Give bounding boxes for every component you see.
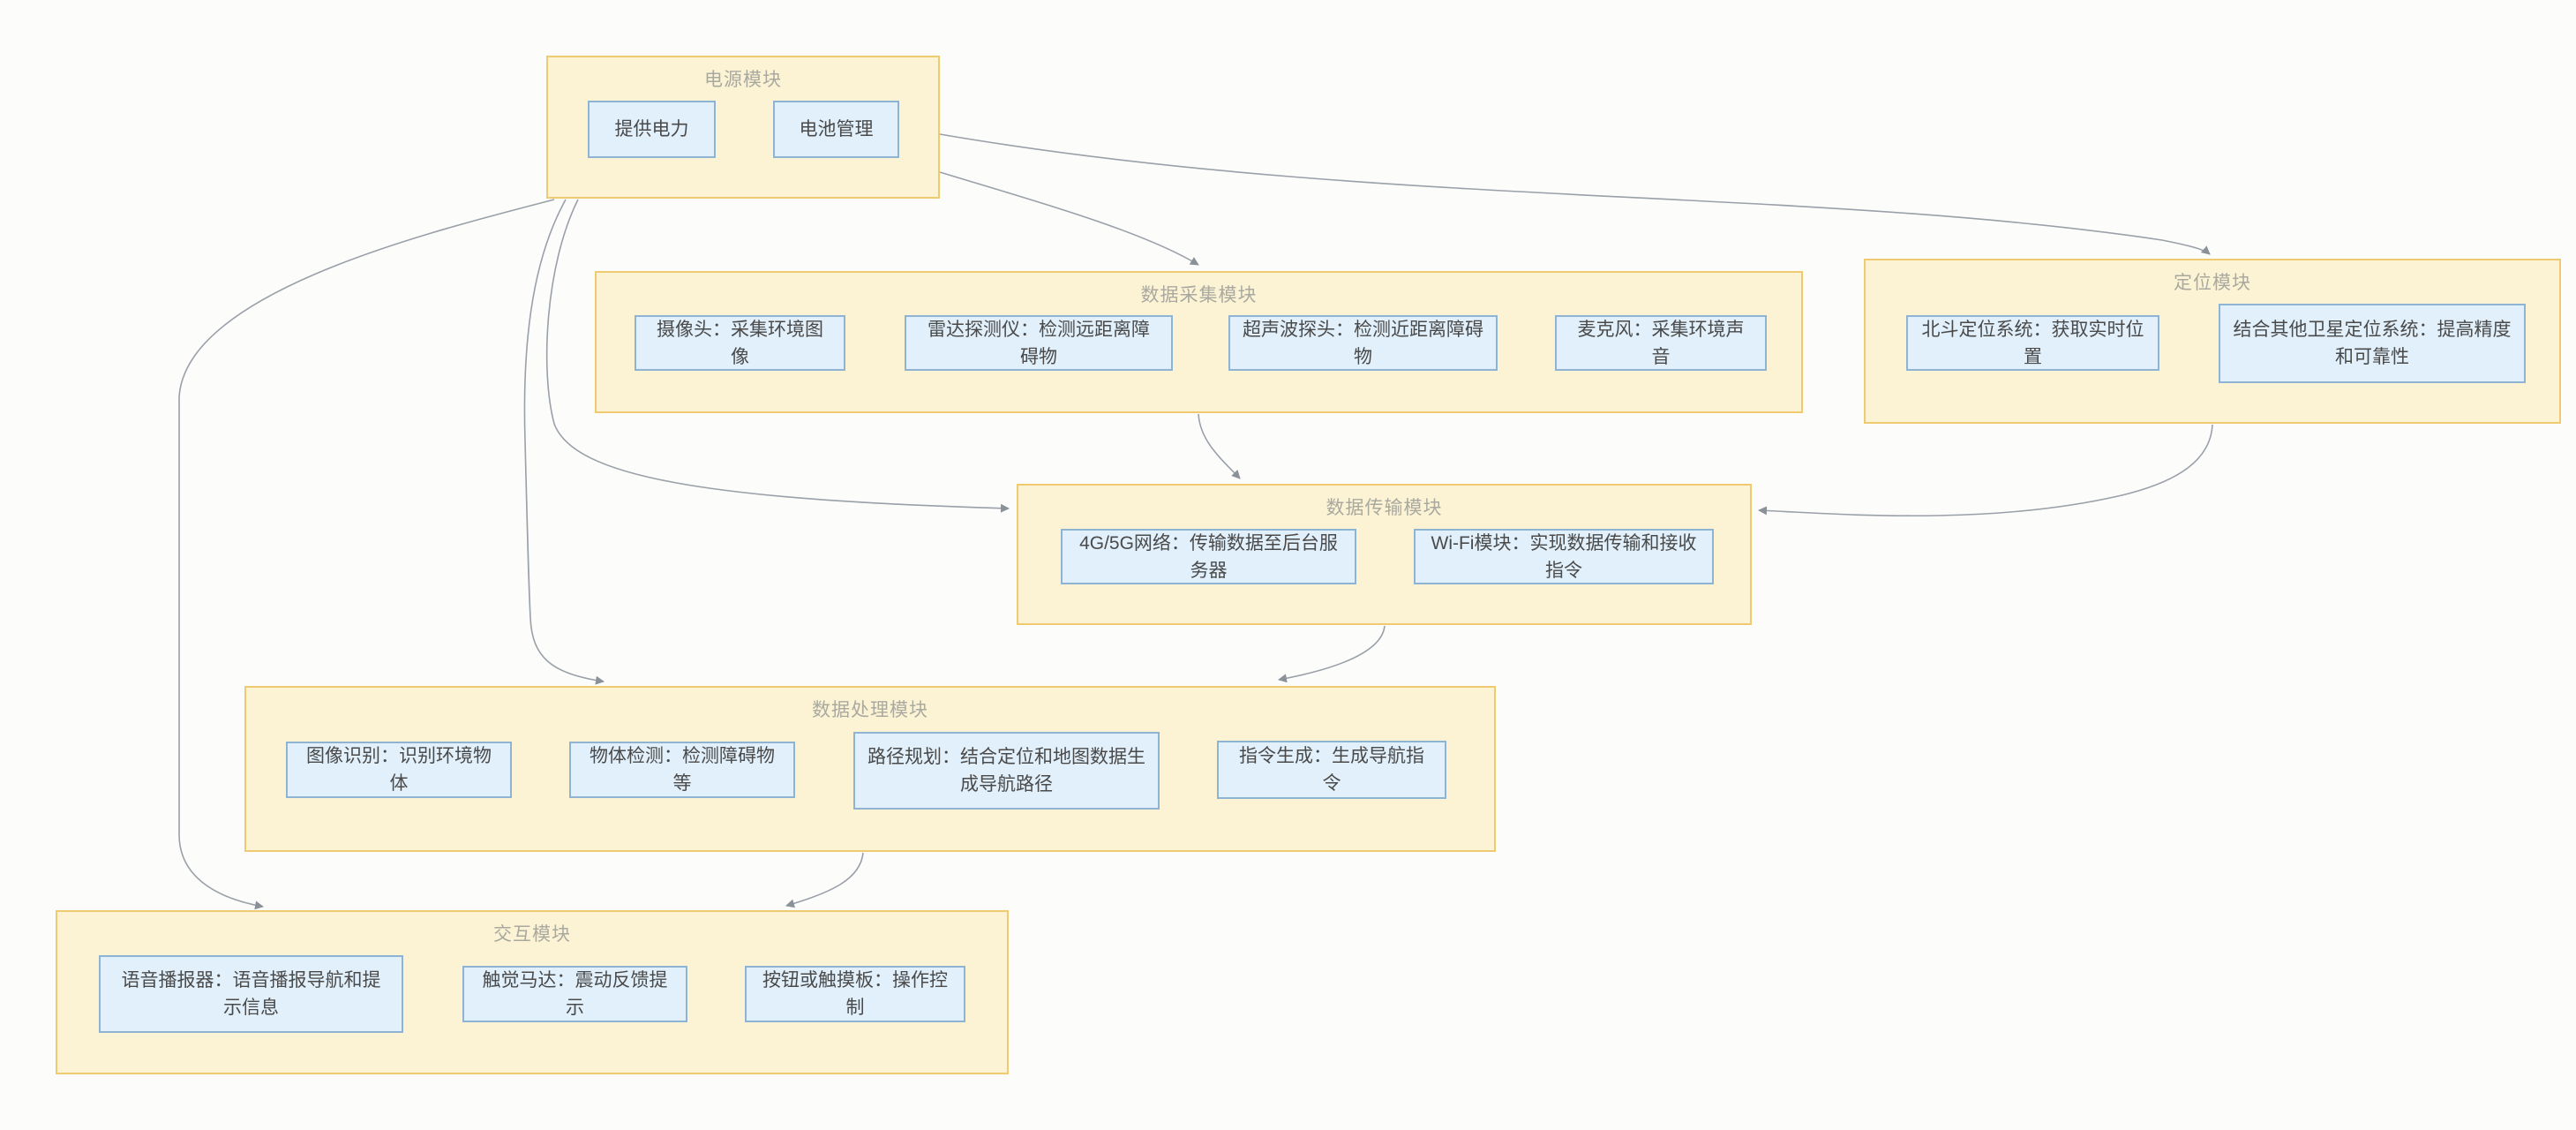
node-provide-power: 提供电力 [588,101,716,158]
module-data-transmission-title: 数据传输模块 [1326,498,1443,518]
module-interaction-title: 交互模块 [493,924,571,945]
node-ultrasonic-probe: 超声波探头：检测近距离障碍物 [1228,315,1498,371]
module-power-title: 电源模块 [704,70,782,90]
module-data-collection-title: 数据采集模块 [1140,285,1258,305]
module-power: 电源模块 提供电力 电池管理 [546,56,940,199]
node-image-recognition: 图像识别：识别环境物体 [286,742,512,798]
module-positioning: 定位模块 北斗定位系统：获取实时位置 结合其他卫星定位系统：提高精度和可靠性 [1864,259,2561,424]
node-buttons-touchpad: 按钮或触摸板：操作控制 [745,966,965,1022]
module-data-processing-title: 数据处理模块 [812,700,928,720]
node-wifi-module: Wi-Fi模块：实现数据传输和接收指令 [1414,529,1714,584]
module-data-collection: 数据采集模块 摄像头：采集环境图像 雷达探测仪：检测远距离障碍物 超声波探头：检… [595,271,1803,413]
node-4g5g-network: 4G/5G网络：传输数据至后台服务器 [1061,529,1356,584]
node-path-planning: 路径规划：结合定位和地图数据生成导航路径 [853,732,1160,810]
edge-data-processing-to-interaction [785,852,864,908]
edge-data-collection-to-data-transmission [1198,413,1241,479]
node-microphone: 麦克风：采集环境声音 [1555,315,1767,371]
node-radar-detector: 雷达探测仪：检测远距离障碍物 [905,315,1173,371]
node-beidou-positioning: 北斗定位系统：获取实时位置 [1906,315,2159,371]
edge-power-to-data-processing [523,199,605,685]
edge-power-to-data-collection [939,171,1199,266]
module-data-transmission: 数据传输模块 4G/5G网络：传输数据至后台服务器 Wi-Fi模块：实现数据传输… [1017,484,1752,625]
node-battery-management: 电池管理 [773,101,899,158]
node-camera: 摄像头：采集环境图像 [635,315,845,371]
node-other-satellite-systems: 结合其他卫星定位系统：提高精度和可靠性 [2219,304,2526,383]
edge-data-transmission-to-data-processing [1278,625,1386,683]
node-object-detection: 物体检测：检测障碍物等 [569,742,795,798]
module-positioning-title: 定位模块 [2174,273,2251,293]
node-command-generation: 指令生成：生成导航指令 [1217,741,1446,799]
edge-power-to-positioning [939,133,2211,255]
node-haptic-motor: 触觉马达：震动反馈提示 [462,966,687,1022]
module-interaction: 交互模块 语音播报器：语音播报导航和提示信息 触觉马达：震动反馈提示 按钮或触摸… [56,910,1009,1074]
module-data-processing: 数据处理模块 图像识别：识别环境物体 物体检测：检测障碍物等 路径规划：结合定位… [244,686,1496,852]
edge-positioning-to-data-transmission [1758,424,2213,517]
node-voice-announcer: 语音播报器：语音播报导航和提示信息 [99,955,403,1033]
